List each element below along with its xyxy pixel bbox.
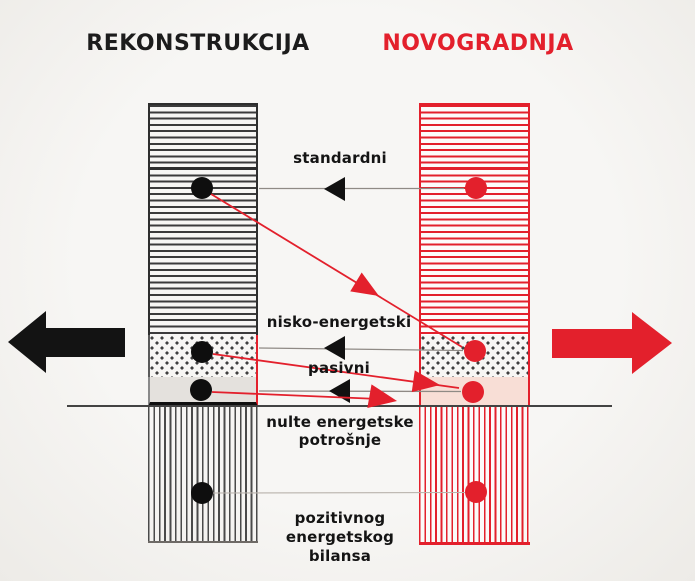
band-divider-left	[150, 167, 256, 170]
label-nulte-energetske: nulte energetske potrošnje	[266, 413, 414, 449]
band-pozitivni-right	[419, 407, 530, 545]
arrowhead-standardni-icon	[324, 177, 345, 201]
band-divider-right	[421, 167, 528, 170]
zero-energy-baseline	[67, 405, 612, 407]
flow-arrow-left-icon	[8, 311, 125, 373]
label-standardni: standardni	[293, 149, 387, 167]
label-nisko-energetski: nisko-energetski	[266, 313, 412, 331]
dot-left-pozitivni	[191, 482, 213, 504]
flow-arrow-right-icon	[552, 312, 672, 374]
dot-right-standardni	[465, 177, 487, 199]
dot-right-pozitivni	[465, 481, 487, 503]
dot-right-pasivni	[462, 381, 484, 403]
label-pozitivnog-bilansa: pozitivnog energetskog bilansa	[285, 509, 395, 565]
arrowhead-nisko-icon	[324, 336, 345, 360]
dot-left-pasivni	[190, 379, 212, 401]
transition-arrowhead-1-icon	[350, 272, 379, 296]
dot-right-nisko	[464, 340, 486, 362]
label-pasivni: pasivni	[308, 359, 370, 377]
band-standard-right	[419, 103, 530, 335]
dot-left-standardni	[191, 177, 213, 199]
band-standard-left	[148, 103, 258, 335]
band-pozitivni-left	[148, 407, 258, 543]
transition-arrowhead-3-icon	[367, 384, 397, 408]
column-title-rekonstrukcija: REKONSTRUKCIJA	[86, 31, 310, 56]
column-title-novogradnja: NOVOGRADNJA	[382, 31, 574, 56]
arrowhead-pasivni-icon	[329, 379, 350, 403]
dot-left-nisko	[191, 341, 213, 363]
